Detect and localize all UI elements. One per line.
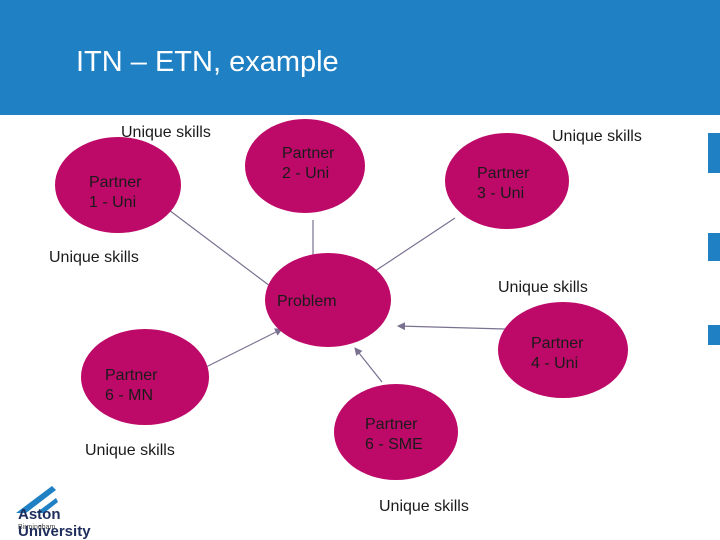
unique-skills-bottom: Unique skills bbox=[379, 498, 469, 515]
node-problem-label: Problem bbox=[277, 293, 337, 310]
edge-tick bbox=[708, 133, 720, 173]
edge-tick bbox=[708, 325, 720, 345]
unique-skills-top-left: Unique skills bbox=[121, 124, 211, 141]
unique-skills-left: Unique skills bbox=[49, 249, 139, 266]
unique-skills-top-right: Unique skills bbox=[552, 128, 642, 145]
node-partner-4 bbox=[498, 302, 628, 398]
unique-skills-bottom-left: Unique skills bbox=[85, 442, 175, 459]
edge-strip bbox=[708, 115, 720, 540]
arrow-p1-problem bbox=[152, 197, 279, 293]
node-partner-1 bbox=[55, 137, 181, 233]
arrow-p6mn-problem bbox=[199, 328, 283, 371]
node-partner-3 bbox=[445, 133, 569, 229]
node-partner-6-mn bbox=[81, 329, 209, 425]
aston-logo-icon bbox=[16, 486, 56, 513]
slide-header: ITN – ETN, example bbox=[0, 0, 720, 115]
arrow-p6sme-problem bbox=[354, 347, 383, 383]
node-partner-6-sme bbox=[334, 384, 458, 480]
unique-skills-right: Unique skills bbox=[498, 279, 588, 296]
logo-name: Aston University bbox=[18, 506, 91, 540]
edge-tick bbox=[708, 233, 720, 261]
arrow-p3-problem bbox=[362, 217, 456, 280]
aston-logo: Aston University Birmingham bbox=[14, 484, 134, 540]
node-partner-2 bbox=[245, 119, 365, 213]
logo-tagline: Birmingham bbox=[18, 524, 56, 531]
slide-title: ITN – ETN, example bbox=[76, 46, 339, 78]
node-problem bbox=[265, 253, 391, 347]
